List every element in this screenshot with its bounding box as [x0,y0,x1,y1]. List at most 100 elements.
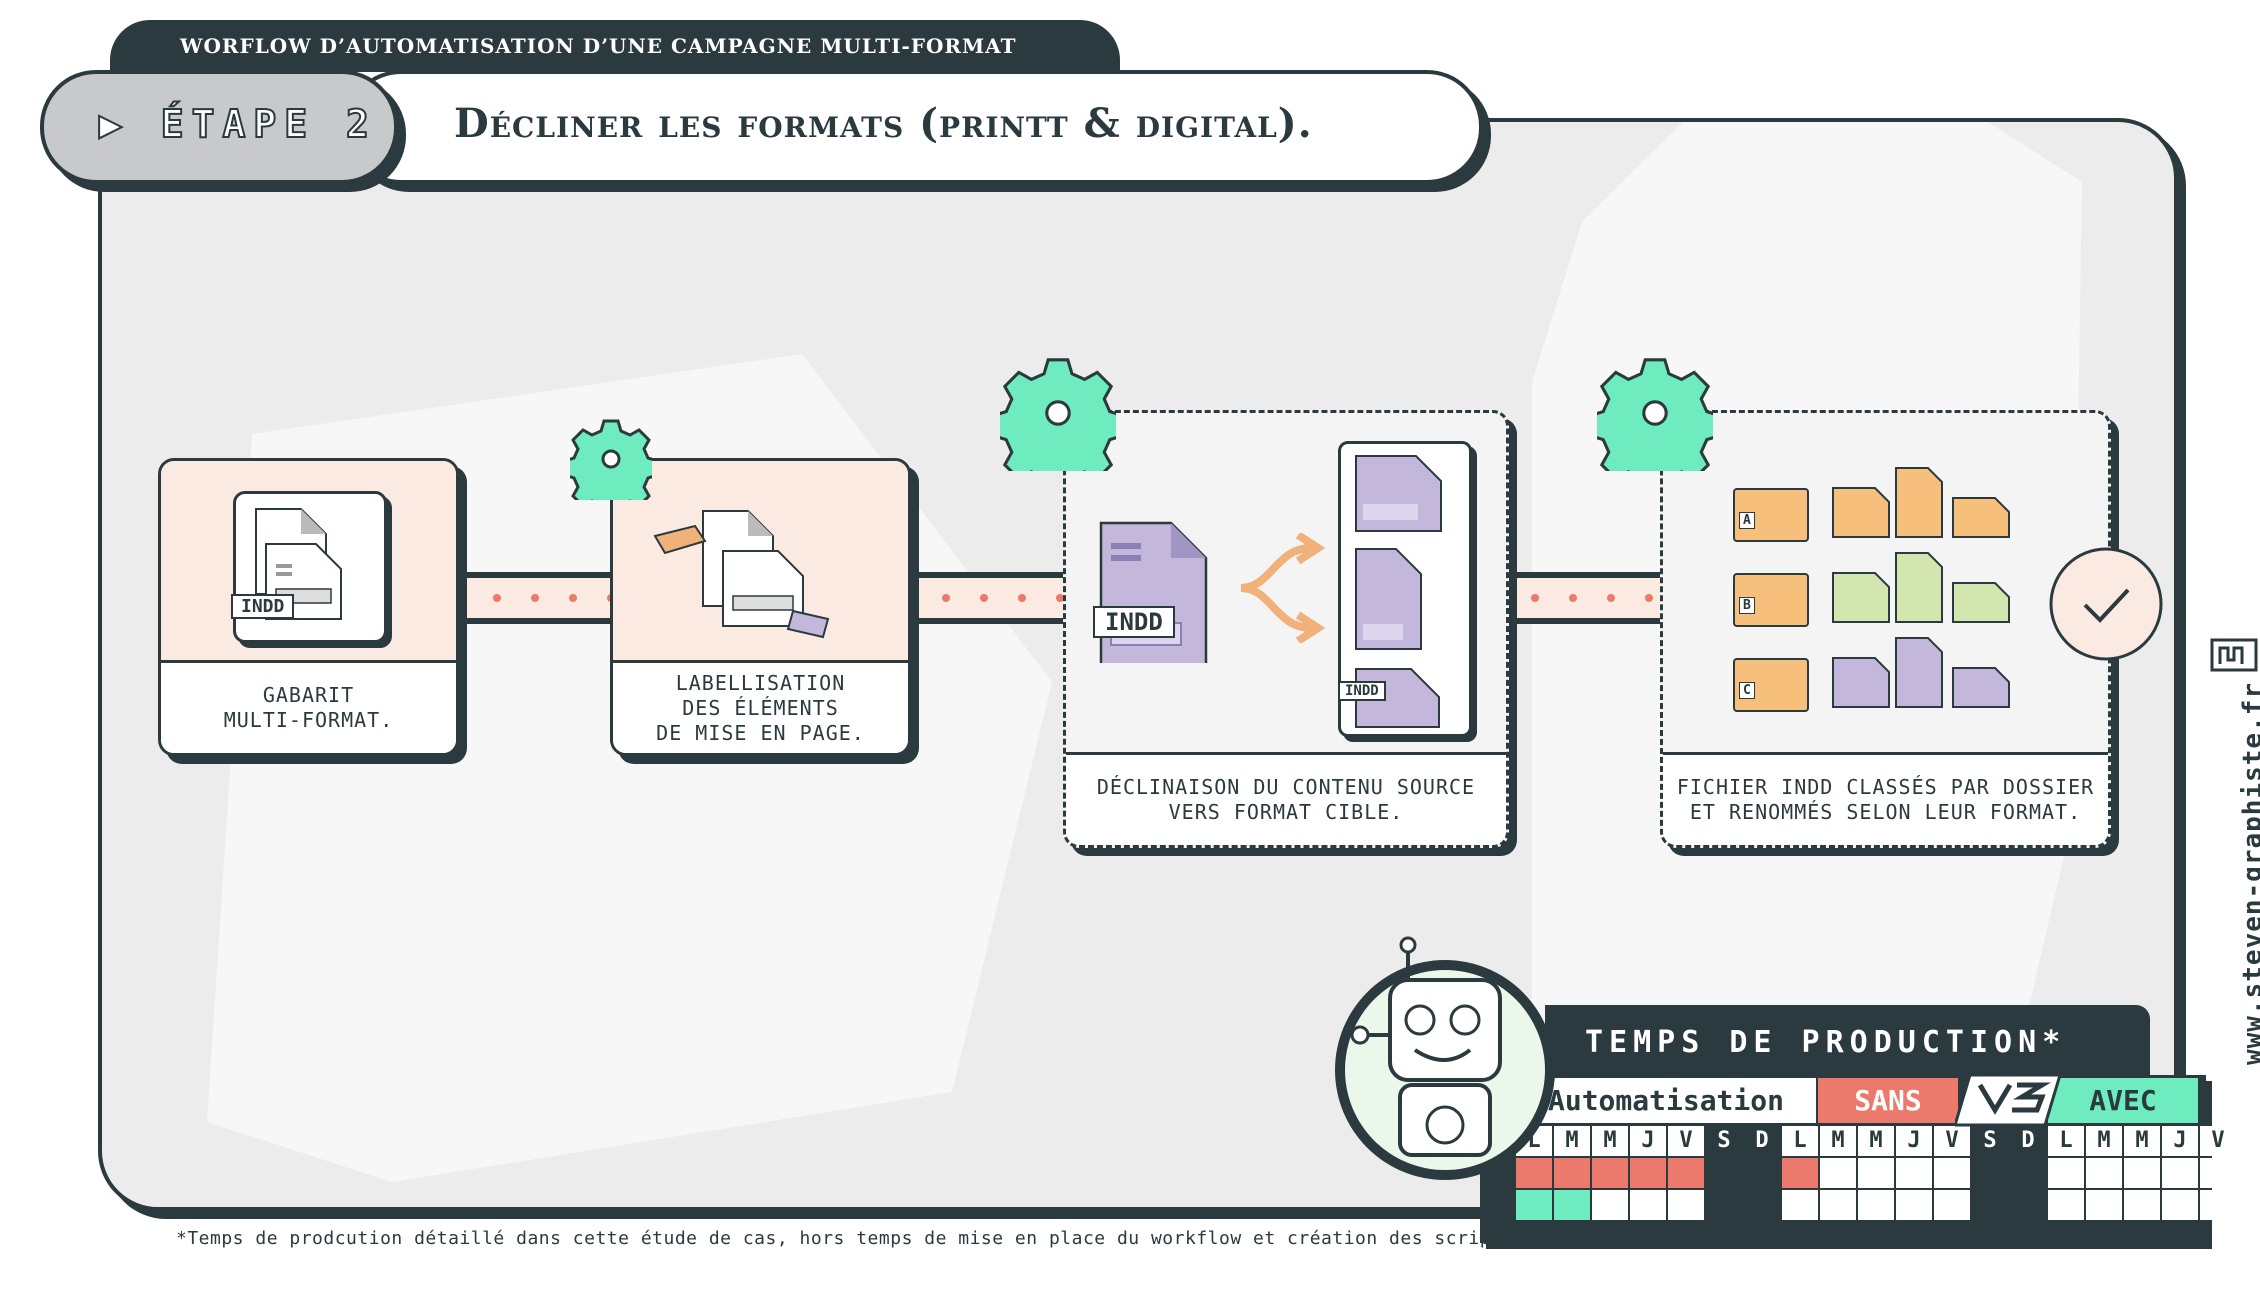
day-label: J [2162,1126,2198,1156]
day-cell [2200,1158,2236,1188]
day-cell [1706,1158,1742,1188]
day-cell [1744,1190,1780,1220]
day-cell [1820,1190,1856,1220]
day-cell [1706,1190,1742,1220]
day-label: M [1592,1126,1628,1156]
connector [455,572,615,624]
day-label: M [2124,1126,2160,1156]
sans-label: SANS [1818,1078,1958,1123]
day-cell [1554,1190,1590,1220]
day-label: M [2086,1126,2122,1156]
step-card-sorted-files: FICHIER INDD CLASSÉS PAR DOSSIER ET RENO… [1660,410,2111,848]
page-title: Décliner les formats (printt & digital). [454,100,1313,147]
vs-badge-icon [1955,1073,2063,1127]
step-label: FICHIER INDD CLASSÉS PAR DOSSIER ET RENO… [1663,752,2108,845]
day-label: J [1630,1126,1666,1156]
day-cell [1554,1158,1590,1188]
robot-mascot-icon [1335,936,1555,1180]
workflow-title-bar: WORFLOW D’AUTOMATISATION D’UNE CAMPAGNE … [110,20,1120,72]
day-label: L [1782,1126,1818,1156]
day-label: S [1972,1126,2008,1156]
step-label: DÉCLINAISON DU CONTENU SOURCE VERS FORMA… [1066,752,1506,845]
day-cell [1782,1158,1818,1188]
day-cell [1782,1190,1818,1220]
production-title-bar: TEMPS DE PRODUCTION* [1545,1005,2150,1077]
step-label: LABELLISATION DES ÉLÉMENTS DE MISE EN PA… [613,660,908,753]
day-cell [1858,1158,1894,1188]
labelled-documents-icon [653,510,830,639]
day-cell [1668,1158,1704,1188]
folder-icon: B [1733,573,1809,627]
step-label: GABARIT MULTI-FORMAT. [161,660,456,753]
day-cell [2010,1190,2046,1220]
title-pill: Décliner les formats (printt & digital). [345,70,1483,184]
gear-icon [570,419,652,500]
day-cell [1820,1158,1856,1188]
day-cell [1516,1158,1552,1188]
day-cell [2124,1190,2160,1220]
folder-icon: C [1733,658,1809,712]
step-label: ▶ ÉTAPE 2 [98,101,377,147]
connector [908,572,1068,624]
gear-icon [1000,358,1116,471]
day-label: M [1554,1126,1590,1156]
automation-label: Automatisation [1516,1078,1816,1123]
day-label: M [1820,1126,1856,1156]
day-cell [2200,1190,2236,1220]
footnote: *Temps de prodcution détaillé dans cette… [176,1228,1526,1249]
day-cell [1972,1158,2008,1188]
day-label: D [2010,1126,2046,1156]
day-label: D [1744,1126,1780,1156]
day-label: J [1896,1126,1932,1156]
workflow-title: WORFLOW D’AUTOMATISATION D’UNE CAMPAGNE … [180,34,1017,58]
branch-arrow-icon [1240,533,1326,643]
day-cell [2124,1158,2160,1188]
production-title: TEMPS DE PRODUCTION* [1585,1025,2067,1060]
day-cell [1972,1190,2008,1220]
day-cell [1896,1190,1932,1220]
folder-icon: A [1733,488,1809,542]
day-cell [2162,1190,2198,1220]
day-cell [1516,1190,1552,1220]
day-cell [2010,1158,2046,1188]
target-formats-panel: INDD [1338,441,1472,737]
day-cell [2162,1158,2198,1188]
indd-tag-small: INDD [1338,681,1386,701]
day-label: V [1934,1126,1970,1156]
day-label: L [2048,1126,2084,1156]
step-card-labelling: LABELLISATION DES ÉLÉMENTS DE MISE EN PA… [610,458,911,756]
day-label: V [2200,1126,2236,1156]
website-url: www.steven-graphiste.fr [2238,681,2260,1065]
step-card-template: INDD GABARIT MULTI-FORMAT. [158,458,459,756]
day-cell [1630,1190,1666,1220]
day-cell [2048,1190,2084,1220]
day-cell [2086,1190,2122,1220]
day-cell [1934,1158,1970,1188]
indd-tag: INDD [231,594,295,619]
source-file-icon [1099,521,1208,663]
logo-icon [2210,638,2258,672]
day-cell [1858,1190,1894,1220]
day-cell [2086,1158,2122,1188]
day-label: S [1706,1126,1742,1156]
file-icon-frame: INDD [231,491,387,643]
step-pill: ▶ ÉTAPE 2 [40,70,398,184]
day-label: V [1668,1126,1704,1156]
day-cell [1630,1158,1666,1188]
day-cell [1934,1190,1970,1220]
step-card-declination: DÉCLINAISON DU CONTENU SOURCE VERS FORMA… [1063,410,1509,848]
connector [1505,572,1665,624]
day-cell [1592,1190,1628,1220]
day-cell [1744,1158,1780,1188]
day-label: M [1858,1126,1894,1156]
day-cell [1592,1158,1628,1188]
gear-icon [1597,358,1713,471]
indd-tag: INDD [1093,606,1175,638]
day-cell [1896,1158,1932,1188]
checkmark-icon [2049,547,2163,661]
sorted-files-icon [1832,467,2010,708]
day-cell [2048,1158,2084,1188]
day-cell [1668,1190,1704,1220]
avec-label: AVEC [2048,1078,2198,1123]
